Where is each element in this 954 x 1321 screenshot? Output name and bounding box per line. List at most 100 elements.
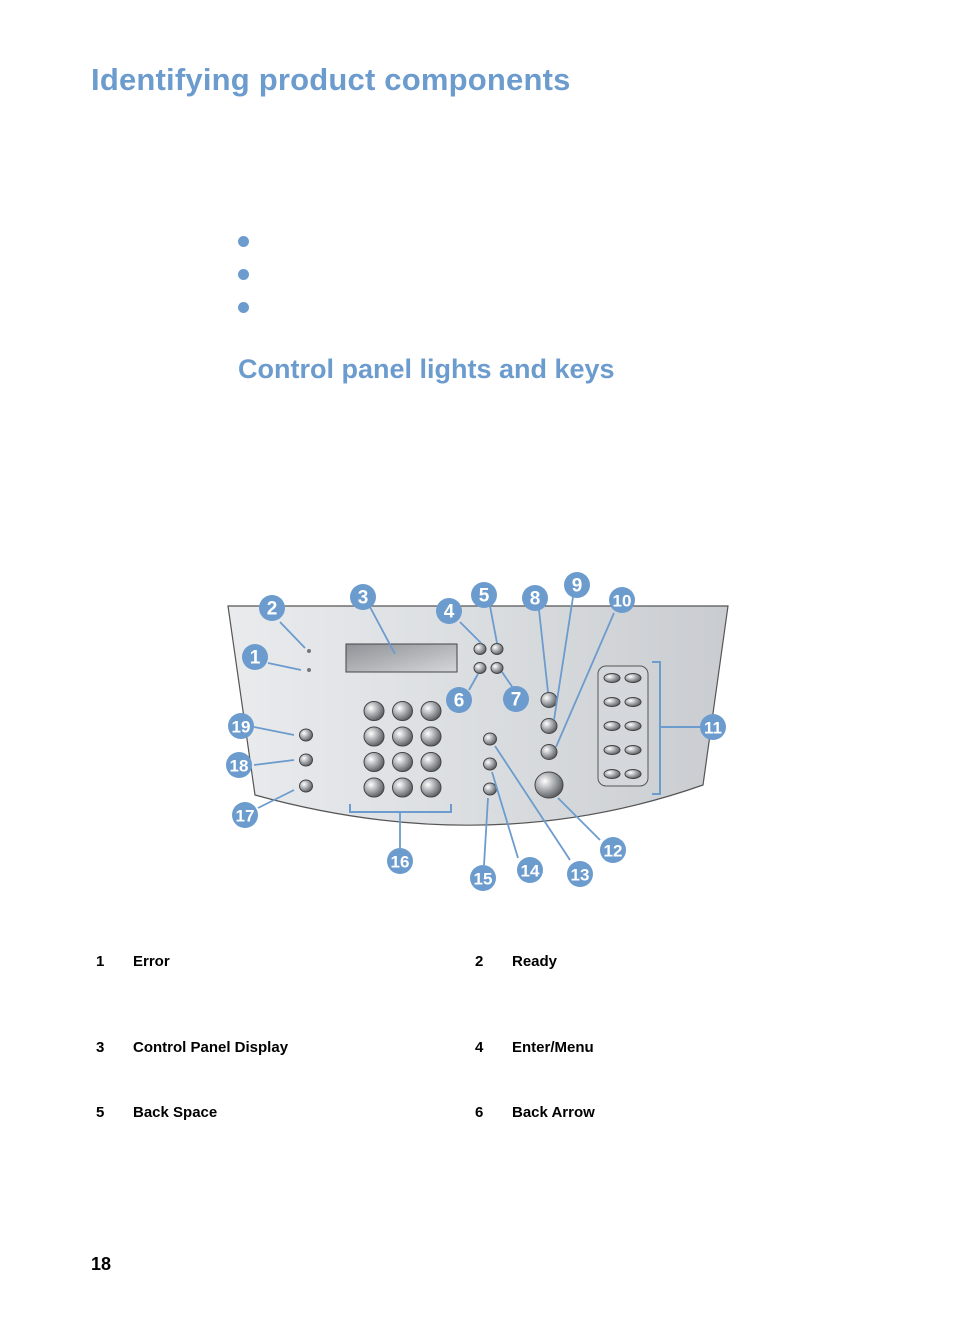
page-title: Identifying product components: [91, 62, 571, 97]
bullet-list: [238, 236, 249, 335]
callout-number: 17: [236, 807, 255, 826]
callout-circle: [567, 861, 593, 887]
bullet: [238, 236, 249, 247]
callout-number: 16: [391, 853, 410, 872]
callout-circle: [517, 857, 543, 883]
callout-14: 14: [517, 857, 543, 883]
keypad-key: [420, 752, 442, 772]
callout-number: 10: [613, 592, 632, 611]
middle-function-keys: [483, 732, 497, 796]
legend-label: Back Arrow: [512, 1104, 595, 1121]
legend-label: Enter/Menu: [512, 1039, 594, 1056]
callout-15: 15: [470, 865, 496, 891]
one-touch-keys-area: [597, 665, 649, 787]
one-touch-key: [624, 721, 642, 731]
callout-number: 9: [572, 576, 583, 597]
callout-3: 3: [350, 584, 376, 610]
error-led: [307, 668, 311, 672]
one-touch-key: [603, 769, 621, 779]
callout-circle: [700, 714, 726, 740]
one-touch-key: [603, 673, 621, 683]
one-touch-key: [603, 697, 621, 707]
callout-number: 1: [250, 648, 261, 669]
callout-11: 11: [700, 714, 726, 740]
ready-led: [307, 649, 311, 653]
callout-number: 8: [530, 589, 541, 610]
callout-16: 16: [387, 848, 413, 874]
callout-17: 17: [232, 802, 258, 828]
callout-number: 7: [511, 690, 522, 711]
callout-1: 1: [242, 644, 268, 670]
legend-label: Back Space: [133, 1104, 218, 1121]
callout-circle: [564, 572, 590, 598]
callout-circle: [470, 865, 496, 891]
callout-number: 6: [454, 691, 465, 712]
callout-circle: [609, 587, 635, 613]
callout-number: 11: [704, 719, 722, 738]
callout-number: 5: [479, 586, 490, 607]
callout-10: 10: [609, 587, 635, 613]
callout-circle: [446, 687, 472, 713]
callout-12: 12: [600, 837, 626, 863]
bullet: [238, 302, 249, 313]
callout-number: 14: [521, 862, 540, 881]
bullet: [238, 269, 249, 280]
keypad-key: [363, 701, 385, 721]
callout-circle: [232, 802, 258, 828]
callout-circle: [436, 598, 462, 624]
callout-4: 4: [436, 598, 462, 624]
one-touch-key: [624, 673, 642, 683]
callout-circle: [387, 848, 413, 874]
keypad-key: [420, 726, 442, 747]
legend-label: Ready: [512, 953, 558, 970]
keypad-key: [392, 701, 413, 721]
menu-keys: [473, 643, 504, 674]
callout-circle: [522, 585, 548, 611]
keypad-key: [392, 752, 413, 772]
callout-8: 8: [522, 585, 548, 611]
leader-lines: [253, 596, 615, 866]
keypad-key: [392, 777, 413, 798]
legend-number: 6: [475, 1104, 484, 1121]
numeric-keypad: [363, 701, 442, 798]
legend-label: Control Panel Display: [133, 1039, 289, 1056]
callout-circle: [242, 644, 268, 670]
keypad-key: [420, 701, 442, 721]
left-function-keys: [299, 728, 313, 793]
callout-13: 13: [567, 861, 593, 887]
legend-number: 5: [96, 1104, 105, 1121]
legend-number: 2: [475, 953, 484, 970]
callout-18: 18: [226, 752, 252, 778]
keypad-key: [420, 777, 442, 798]
callout-number: 4: [444, 602, 455, 623]
legend-number: 1: [96, 953, 105, 970]
one-touch-key: [603, 721, 621, 731]
one-touch-key: [603, 745, 621, 755]
one-touch-key: [624, 769, 642, 779]
callout-number: 2: [267, 599, 278, 620]
callout-number: 12: [604, 842, 623, 861]
callout-number: 19: [232, 718, 251, 737]
callout-9: 9: [564, 572, 590, 598]
callout-circle: [226, 752, 252, 778]
keypad-key: [392, 726, 413, 747]
callout-circle: [259, 595, 285, 621]
legend-label: Error: [133, 953, 170, 970]
callout-6: 6: [446, 687, 472, 713]
keypad-bracket: [349, 804, 452, 813]
callout-7: 7: [503, 686, 529, 712]
one-touch-bracket: [652, 661, 700, 795]
legend-number: 4: [475, 1039, 484, 1056]
keypad-key: [363, 726, 385, 747]
legend-number: 3: [96, 1039, 105, 1056]
callout-circle: [471, 582, 497, 608]
callout-circle: [600, 837, 626, 863]
keypad-key: [363, 752, 385, 772]
callout-circle: [503, 686, 529, 712]
callout-number: 13: [571, 866, 590, 885]
one-touch-keys: [603, 673, 642, 779]
callout-number: 18: [230, 757, 249, 776]
